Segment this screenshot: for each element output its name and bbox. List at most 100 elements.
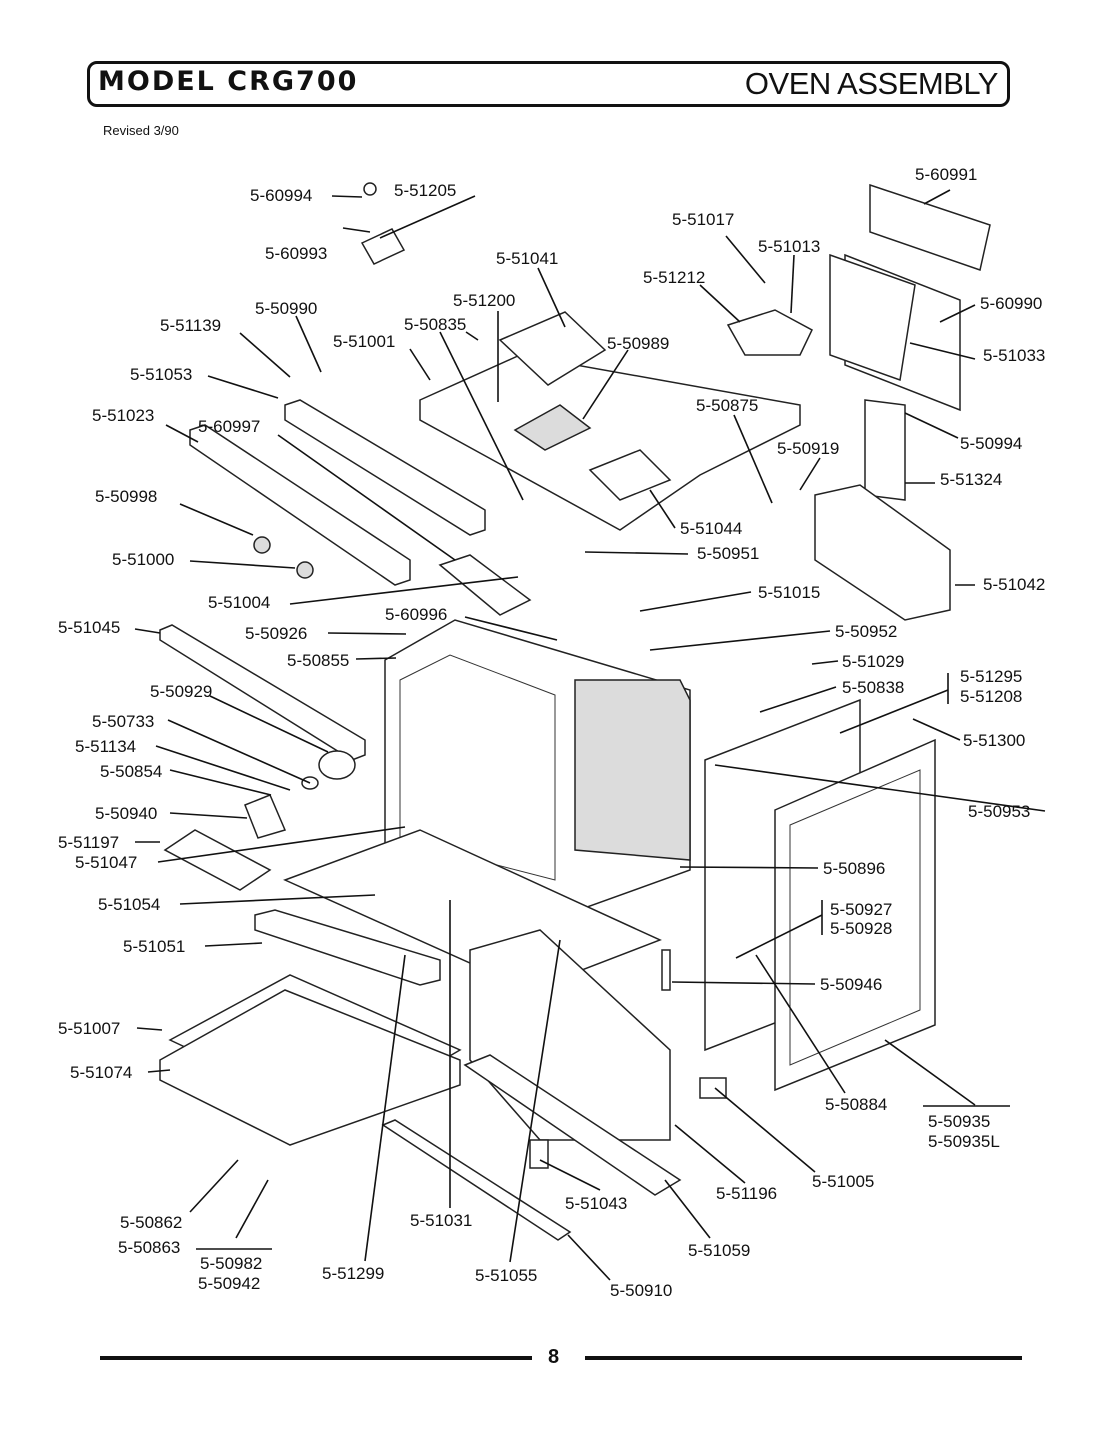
callout-50919: 5-50919 xyxy=(777,439,839,458)
callout-50838: 5-50838 xyxy=(842,678,904,697)
box-51212 xyxy=(726,309,813,356)
callout-50862: 5-50862 xyxy=(120,1213,182,1232)
callout-50875: 5-50875 xyxy=(696,396,758,415)
socket-50940 xyxy=(244,794,287,839)
callout-51029: 5-51029 xyxy=(842,652,904,671)
callout-50952: 5-50952 xyxy=(835,622,897,641)
callout-51208: 5-51208 xyxy=(960,687,1022,706)
rail-51059 xyxy=(463,1054,682,1196)
top-panel xyxy=(419,354,801,531)
part-illustrations xyxy=(159,182,991,1241)
callout-51300: 5-51300 xyxy=(963,731,1025,750)
cavity-front-opening xyxy=(399,654,556,881)
callout-51043: 5-51043 xyxy=(565,1194,627,1213)
callout-50733: 5-50733 xyxy=(92,712,154,731)
callout-51059: 5-51059 xyxy=(688,1241,750,1260)
callout-50935: 5-50935 xyxy=(928,1112,990,1131)
callout-50854: 5-50854 xyxy=(100,762,162,781)
callout-51295: 5-51295 xyxy=(960,667,1022,686)
callout-51205: 5-51205 xyxy=(394,181,456,200)
callout-51004: 5-51004 xyxy=(208,593,270,612)
block-51043 xyxy=(529,1139,549,1169)
header-frame xyxy=(87,61,1010,107)
callout-50990: 5-50990 xyxy=(255,299,317,318)
callout-51212: 5-51212 xyxy=(643,268,705,287)
callout-51042: 5-51042 xyxy=(983,575,1045,594)
callout-51299: 5-51299 xyxy=(322,1264,384,1283)
callout-51051: 5-51051 xyxy=(123,937,185,956)
panel-51324 xyxy=(864,399,906,501)
panel-51047 xyxy=(163,829,272,891)
screw-60994 xyxy=(363,182,377,196)
callout-60996: 5-60996 xyxy=(385,605,447,624)
callout-51074: 5-51074 xyxy=(70,1063,132,1082)
callout-50855: 5-50855 xyxy=(287,651,349,670)
callout-50940: 5-50940 xyxy=(95,804,157,823)
callout-51055: 5-51055 xyxy=(475,1266,537,1285)
callout-50998: 5-50998 xyxy=(95,487,157,506)
callout-50926: 5-50926 xyxy=(245,624,307,643)
callout-60993: 5-60993 xyxy=(265,244,327,263)
callout-60994: 5-60994 xyxy=(250,186,312,205)
broiler-pan-51074 xyxy=(159,989,461,1146)
knob-51000 xyxy=(296,561,314,579)
plate-51044 xyxy=(588,449,672,501)
callout-51033: 5-51033 xyxy=(983,346,1045,365)
leader-lines xyxy=(134,189,1046,1281)
callout-51139: 5-51139 xyxy=(160,316,221,335)
callout-50982: 5-50982 xyxy=(200,1254,262,1273)
callout-50910: 5-50910 xyxy=(610,1281,672,1300)
callout-51001: 5-51001 xyxy=(333,332,395,351)
callout-51005: 5-51005 xyxy=(812,1172,874,1191)
callout-51013: 5-51013 xyxy=(758,237,820,256)
page-number: 8 xyxy=(548,1346,560,1368)
callout-51044: 5-51044 xyxy=(680,519,742,538)
callout-51324: 5-51324 xyxy=(940,470,1002,489)
channel-51023 xyxy=(189,424,411,586)
callout-50884: 5-50884 xyxy=(825,1095,887,1114)
callout-50863: 5-50863 xyxy=(118,1238,180,1257)
panel-60991 xyxy=(869,183,991,271)
callout-51054: 5-51054 xyxy=(98,895,160,914)
callout-51200: 5-51200 xyxy=(453,291,515,310)
switch-51005 xyxy=(699,1077,727,1099)
callout-60991: 5-60991 xyxy=(915,165,977,184)
callout-60997: 5-60997 xyxy=(198,417,260,436)
callout-50946: 5-50946 xyxy=(820,975,882,994)
lamp-50929 xyxy=(318,750,356,780)
callout-50951: 5-50951 xyxy=(697,544,759,563)
callout-51015: 5-51015 xyxy=(758,583,820,602)
callout-50942: 5-50942 xyxy=(198,1274,260,1293)
callout-51053: 5-51053 xyxy=(130,365,192,384)
callout-51047: 5-51047 xyxy=(75,853,137,872)
rail-50910 xyxy=(381,1119,572,1241)
bracket-60993 xyxy=(360,228,406,265)
cover-51041 xyxy=(498,311,607,386)
section-title: OVEN ASSEMBLY xyxy=(744,66,999,101)
rail-51045 xyxy=(159,624,366,761)
channel-51053 xyxy=(284,399,486,536)
model-title: MODEL CRG700 xyxy=(98,66,359,97)
handle-50946 xyxy=(661,949,671,991)
callout-51017: 5-51017 xyxy=(672,210,734,229)
callout-50835: 5-50835 xyxy=(404,315,466,334)
vent-51051 xyxy=(254,909,441,986)
callout-50953: 5-50953 xyxy=(968,802,1030,821)
callout-51196: 5-51196 xyxy=(716,1184,777,1203)
callout-50927: 5-50927 xyxy=(830,900,892,919)
callout-51045: 5-51045 xyxy=(58,618,120,637)
bottom-51054 xyxy=(283,829,662,991)
insulation-blanket xyxy=(574,679,691,861)
footer-rule-left xyxy=(100,1356,532,1360)
callout-51007: 5-51007 xyxy=(58,1019,120,1038)
callout-51023: 5-51023 xyxy=(92,406,154,425)
callout-50929: 5-50929 xyxy=(150,682,212,701)
callout-51134: 5-51134 xyxy=(75,737,136,756)
footer-rule-right xyxy=(585,1356,1022,1360)
callout-51000: 5-51000 xyxy=(112,550,174,569)
revision-note: Revised 3/90 xyxy=(103,123,179,138)
callout-50935L: 5-50935L xyxy=(928,1132,1000,1151)
door-panel-50935 xyxy=(774,738,936,1092)
panel-51042 xyxy=(814,484,951,621)
